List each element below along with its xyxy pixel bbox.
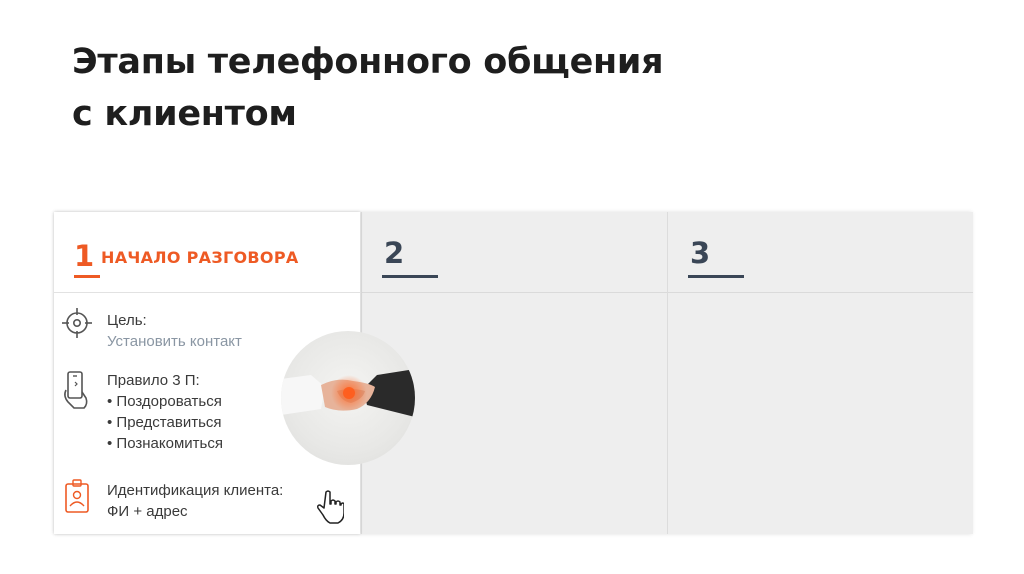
hand-pointer-icon <box>317 490 344 524</box>
stage-column-2[interactable]: 2 <box>361 212 667 534</box>
stage-3-underline <box>688 275 744 278</box>
stage-column-3[interactable]: 3 <box>667 212 973 534</box>
stage-2-underline <box>382 275 438 278</box>
page-title-line-1: Этапы телефонного общения <box>72 42 664 82</box>
handshake-illustration <box>281 369 415 417</box>
target-icon <box>62 308 92 338</box>
goal-text: Цель: Установить контакт <box>107 310 242 352</box>
stage-2-header[interactable]: 2 <box>362 212 667 293</box>
stage-3-header[interactable]: 3 <box>668 212 973 293</box>
page-title-line-2: с клиентом <box>72 94 297 134</box>
stage-1-underline <box>74 275 100 278</box>
rule-3p-bullet-3: • Познакомиться <box>107 435 223 452</box>
id-badge-icon <box>65 479 89 513</box>
stages-board: 1 НАЧАЛО РАЗГОВОРА Цель: Установить конт… <box>54 212 973 534</box>
page-title: Этапы телефонного общения с клиентом <box>72 36 664 140</box>
stage-1-header[interactable]: 1 НАЧАЛО РАЗГОВОРА <box>54 212 360 293</box>
client-id-label: Идентификация клиента: <box>107 482 284 499</box>
stage-3-number: 3 <box>690 236 711 270</box>
client-id-value: ФИ + адрес <box>107 503 188 520</box>
phone-hand-icon <box>64 371 88 409</box>
rule-3p-text: Правило 3 П: • Поздороваться • Представи… <box>107 370 223 454</box>
rule-3p-bullet-2: • Представиться <box>107 414 222 431</box>
stage-2-number: 2 <box>384 236 405 270</box>
rule-3p-bullet-1: • Поздороваться <box>107 393 222 410</box>
goal-item: Цель: Установить контакт <box>54 304 360 354</box>
stage-1-number: 1 <box>74 239 95 273</box>
client-id-item[interactable]: Идентификация клиента: ФИ + адрес <box>54 478 360 528</box>
rule-3p-label: Правило 3 П: <box>107 372 200 389</box>
handshake-photo <box>281 331 415 465</box>
goal-label: Цель: <box>107 312 147 329</box>
rule-3p-item: Правило 3 П: • Поздороваться • Представи… <box>54 370 360 460</box>
goal-value: Установить контакт <box>107 333 242 350</box>
stage-1-title: НАЧАЛО РАЗГОВОРА <box>101 248 299 267</box>
client-id-text: Идентификация клиента: ФИ + адрес <box>107 480 283 522</box>
